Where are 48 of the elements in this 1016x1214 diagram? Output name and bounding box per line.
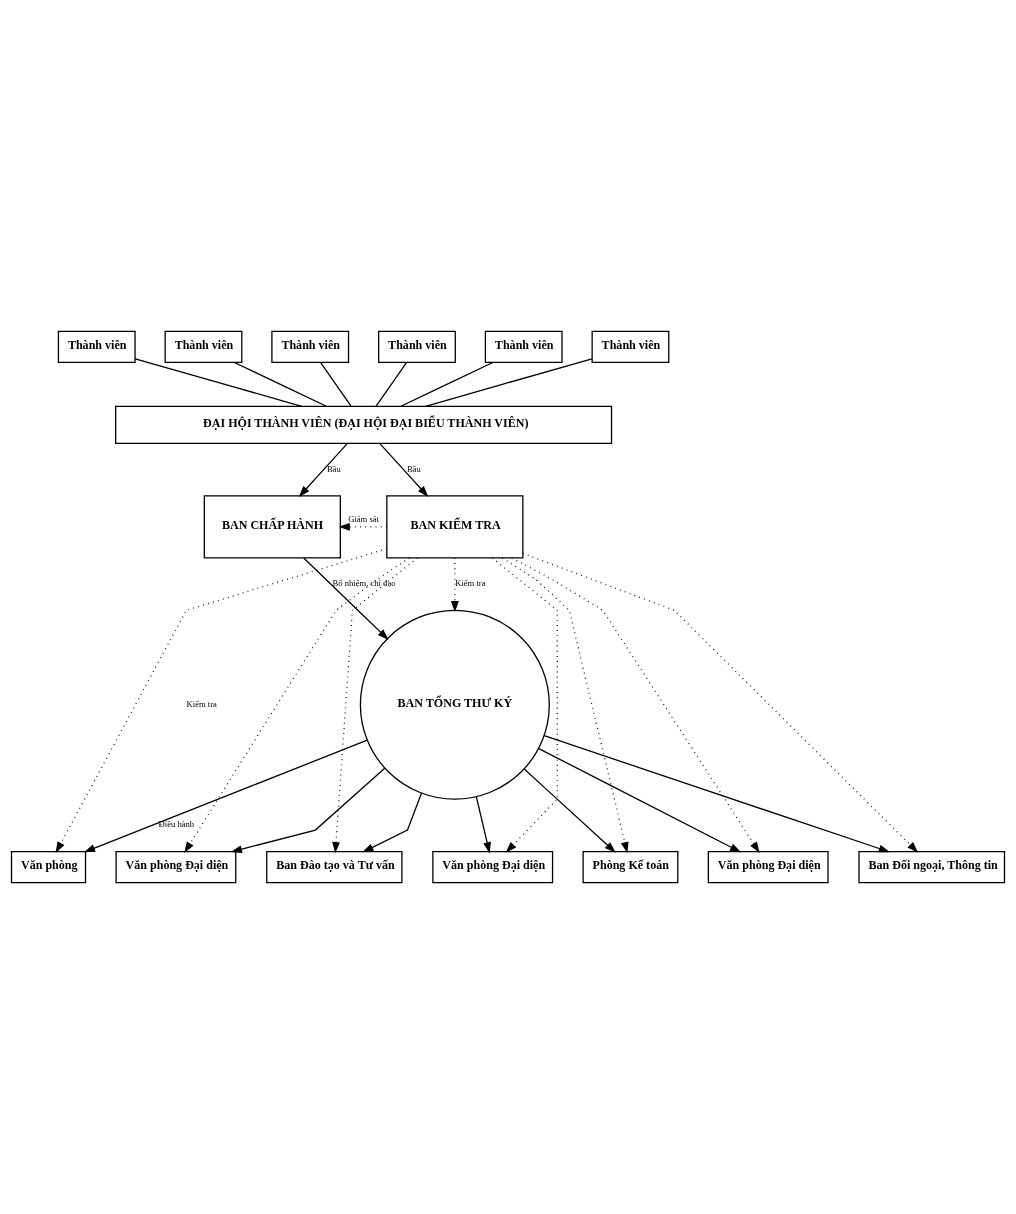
node-circle: BAN TỔNG THƯ KÝ [359, 609, 550, 800]
connector [134, 358, 303, 407]
node-box: BAN CHẤP HÀNH [203, 495, 341, 559]
arrow [298, 442, 349, 497]
edge-label: Giám sát [348, 513, 379, 524]
node-box: Thành viên [57, 330, 136, 364]
arrow [83, 739, 368, 853]
node-box: ĐẠI HỘI THÀNH VIÊN (ĐẠI HỘI ĐẠI BIỂU THÀNH VIÊN) [115, 405, 613, 444]
connector [400, 361, 494, 407]
connector [375, 361, 408, 407]
node-box: BAN KIỂM TRA [386, 495, 524, 559]
arrow [230, 767, 386, 853]
arrow [362, 792, 423, 853]
connector [319, 361, 352, 407]
arrow [501, 557, 629, 854]
node-box: Văn phòng Đại diện [115, 850, 237, 884]
edge-label: Kiểm tra [455, 578, 486, 589]
node-box: Văn phòng Đại diện [432, 850, 554, 884]
arrow [379, 442, 429, 497]
arrow [184, 557, 411, 853]
arrow [338, 522, 388, 531]
edge-label: Bầu [326, 463, 341, 474]
node-box: Thành viên [484, 330, 563, 364]
arrow [543, 735, 891, 853]
arrow [55, 548, 388, 854]
node-box: Ban Đào tạo và Tư vấn [266, 850, 403, 884]
node-box: Thành viên [164, 330, 243, 364]
node-box: Phòng Kế toán [582, 850, 679, 884]
arrow [523, 768, 616, 853]
connector [233, 361, 327, 407]
arrow [511, 557, 760, 853]
arrow [522, 552, 919, 853]
arrow [332, 557, 418, 854]
node-box: Thành viên [591, 330, 670, 364]
node-box: Văn phòng [10, 850, 87, 884]
node-box: Thành viên [378, 330, 456, 364]
arrow [475, 796, 491, 854]
node-box: Văn phòng Đại diện [707, 850, 829, 884]
edge-label: Bổ nhiệm, chỉ đạo [332, 578, 396, 589]
arrow [491, 557, 558, 853]
arrow [450, 557, 459, 613]
connector [424, 358, 593, 407]
edge-label: Kiểm tra [186, 698, 217, 709]
edge-label: Bầu [407, 463, 421, 474]
node-box: Ban Đối ngoại, Thông tin [858, 850, 1006, 884]
node-box: Thành viên [271, 330, 350, 364]
arrow [538, 747, 742, 853]
arrow [303, 557, 389, 640]
